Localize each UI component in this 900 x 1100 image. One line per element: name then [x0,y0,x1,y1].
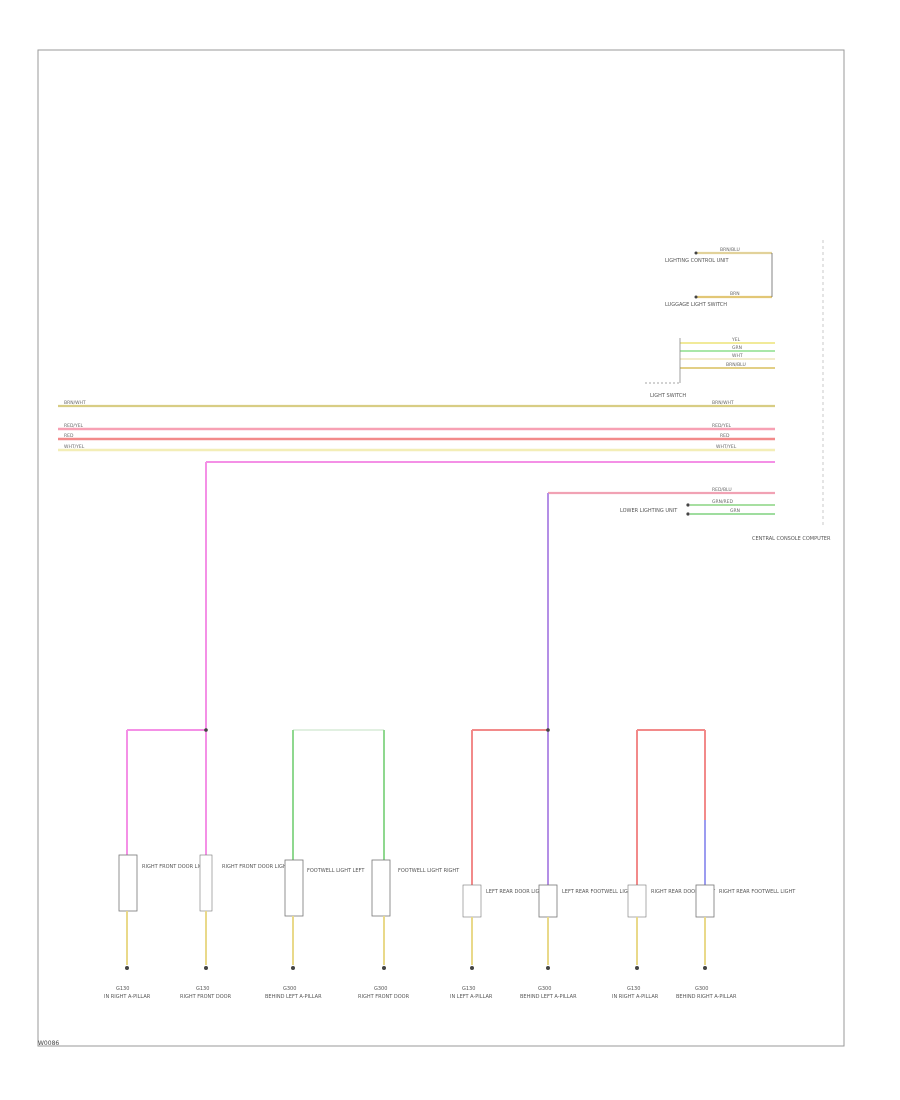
branch-group-4 [636,729,706,885]
ground-6: G300 BEHIND LEFT A-PILLAR [520,966,577,1000]
ground-6-loc: BEHIND LEFT A-PILLAR [520,994,577,1000]
module-connector-group: RED/BLU GRN/RED GRN LOWER LIGHTING UNIT … [548,487,831,542]
wire-label: BRN/BLU [720,247,740,253]
ground-5-id: G130 [462,986,475,992]
bus-wire-label: RED [64,433,74,439]
lamp-7 [627,884,647,918]
bus-wire-label: BRN/WHT [64,400,86,406]
ground-8-loc: BEHIND RIGHT A-PILLAR [676,994,737,1000]
lamp-5-label: LEFT REAR DOOR LIGHT [486,889,547,895]
ground-3-id: G300 [283,986,296,992]
ground-3-loc: BEHIND LEFT A-PILLAR [265,994,322,1000]
branch-group-3 [471,728,550,885]
wire-label: WHT [732,353,743,359]
lamp-3 [284,859,304,917]
diagram-frame [37,49,845,1047]
connector-label-c2: LUGGAGE LIGHT SWITCH [665,302,727,308]
switch-connector-group: YEL GRN WHT BRN/BLU LIGHT SWITCH [645,337,775,399]
wire-label: GRN [732,345,742,351]
ground-6-id: G300 [538,986,551,992]
ground-1: G130 IN RIGHT A-PILLAR [104,966,151,1000]
lamp-blocks: RIGHT FRONT DOOR LIGHT RIGHT FRONT DOOR … [118,854,796,965]
lamp-8 [695,884,715,918]
ground-1-id: G130 [116,986,129,992]
top-connector-group: LIGHTING CONTROL UNIT LUGGAGE LIGHT SWIT… [665,247,773,308]
ground-4: G300 RIGHT FRONT DOOR [358,966,410,1000]
lamp-1-label: RIGHT FRONT DOOR LIGHT [142,864,211,870]
module-caption: CENTRAL CONSOLE COMPUTER [752,536,831,542]
lamp-6 [538,884,558,918]
lamp-1 [118,854,138,912]
connector-label-c1: LIGHTING CONTROL UNIT [665,258,730,264]
ground-2: G130 RIGHT FRONT DOOR [180,966,232,1000]
bus-wire-label: RED/YEL [64,423,84,429]
lamp-4-label: FOOTWELL LIGHT RIGHT [398,868,460,874]
bus-wires: BRN/WHT RED/YEL RED WHT/YEL BRN/WHT RED/… [58,400,775,463]
lamp-5 [462,884,482,918]
bus-wire-label: WHT/YEL [64,444,85,450]
ground-5: G130 IN LEFT A-PILLAR [450,966,493,1000]
wire-label: BRN [730,291,740,297]
grounds: G130 IN RIGHT A-PILLAR G130 RIGHT FRONT … [104,966,737,1000]
bus-wire-label: RED/YEL [712,423,732,429]
lamp-2 [199,854,213,912]
ground-7-id: G130 [627,986,640,992]
bus-wire-label: BRN/WHT [712,400,734,406]
lamp-3-label: FOOTWELL LIGHT LEFT [307,868,365,874]
wire-label: RED/BLU [712,487,732,493]
lamp-2-label: RIGHT FRONT DOOR LIGHT [222,864,291,870]
wire-label: GRN/RED [712,499,733,505]
connector-label-c3: LIGHT SWITCH [650,393,686,399]
lamp-4 [371,859,391,917]
wire-label: BRN/BLU [726,362,746,368]
ground-2-loc: RIGHT FRONT DOOR [180,994,232,1000]
ground-4-loc: RIGHT FRONT DOOR [358,994,410,1000]
branch-group-2 [292,729,385,860]
ground-7-loc: IN RIGHT A-PILLAR [612,994,659,1000]
ground-5-loc: IN LEFT A-PILLAR [450,994,493,1000]
ground-7: G130 IN RIGHT A-PILLAR [612,966,659,1000]
lamp-7-label: RIGHT REAR DOOR LIGHT [651,889,716,895]
ground-4-id: G300 [374,986,387,992]
bus-wire-label: RED [720,433,730,439]
trunk-wires [205,462,549,730]
bus-wire-label: WHT/YEL [716,444,737,450]
lamp-8-label: RIGHT REAR FOOTWELL LIGHT [719,889,796,895]
ground-2-id: G130 [196,986,209,992]
diagram-code: W0086 [38,1040,60,1047]
branch-group-1 [126,728,208,855]
ground-3: G300 BEHIND LEFT A-PILLAR [265,966,322,1000]
ground-8-id: G300 [695,986,708,992]
wire-label: YEL [731,337,741,343]
ground-8: G300 BEHIND RIGHT A-PILLAR [676,966,737,1000]
ground-1-loc: IN RIGHT A-PILLAR [104,994,151,1000]
lamp-6-label: LEFT REAR FOOTWELL LIGHT [562,889,635,895]
wire-label: GRN [730,508,740,514]
connector-label-c5: LOWER LIGHTING UNIT [620,508,678,514]
